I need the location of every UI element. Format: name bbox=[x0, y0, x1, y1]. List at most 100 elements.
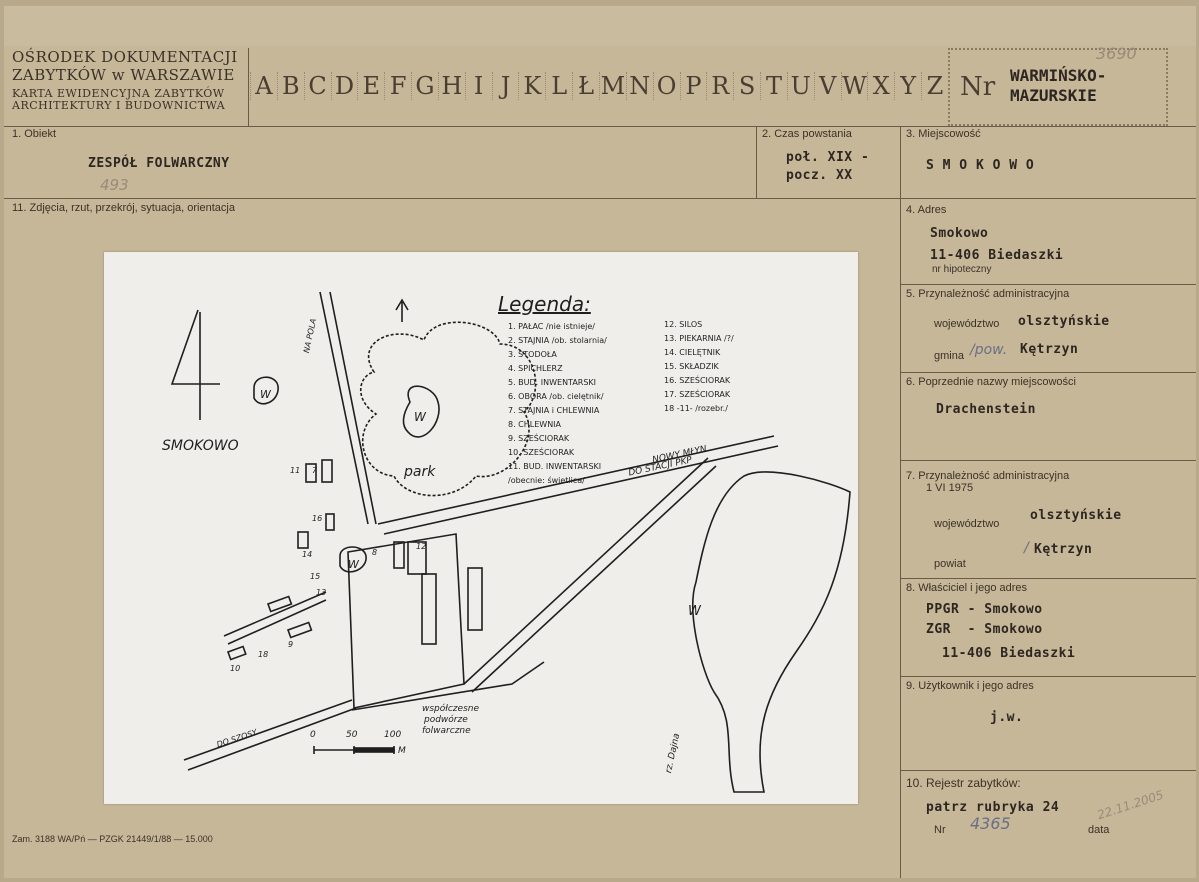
divider-f5 bbox=[900, 372, 1196, 373]
building-9b bbox=[286, 621, 313, 639]
divider-col-2 bbox=[756, 126, 757, 198]
form-title-line-1: KARTA EWIDENCYJNA ZABYTKÓW bbox=[12, 87, 225, 100]
region-line-1: WARMIŃSKO- bbox=[1010, 66, 1107, 85]
form-title: KARTA EWIDENCYJNA ZABYTKÓW ARCHITEKTURY … bbox=[12, 88, 225, 112]
field-7-label-1: 7. Przynależność administracyjna bbox=[906, 470, 1070, 482]
field-8-line-1: PPGR - Smokowo bbox=[926, 602, 1043, 617]
park-label: park bbox=[404, 464, 436, 480]
field-1-value: ZESPÓŁ FOLWARCZNY bbox=[88, 156, 230, 171]
pond-farm bbox=[339, 546, 367, 573]
building-number: 12 bbox=[416, 542, 427, 551]
building-9 bbox=[266, 595, 293, 613]
legend-entry: /obecnie: świetlica/ bbox=[508, 476, 585, 485]
field-5-gmina-label: gmina bbox=[934, 350, 964, 362]
field-1-pencil: 493 bbox=[100, 176, 129, 194]
field-8-label: 8. Właściciel i jego adres bbox=[906, 582, 1028, 594]
legend-entry: 9. SZEŚCIORAK bbox=[508, 434, 570, 443]
field-11-label: 11. Zdjęcia, rzut, przekrój, sytuacja, o… bbox=[12, 202, 235, 214]
index-letter: K bbox=[518, 72, 545, 100]
divider-f4 bbox=[900, 284, 1196, 285]
legend-entry: 8. CHLEWNIA bbox=[508, 420, 562, 429]
scale-label-50: 50 bbox=[346, 730, 358, 740]
building-number: 13 bbox=[316, 588, 327, 597]
site-plan-drawing bbox=[170, 291, 851, 793]
index-letter: V bbox=[813, 72, 841, 100]
divider-f9 bbox=[900, 770, 1196, 771]
field-5-label: 5. Przynależność administracyjna bbox=[906, 288, 1070, 300]
building-5 bbox=[407, 541, 427, 575]
field-2-label: 2. Czas powstania bbox=[762, 128, 852, 140]
region-name: WARMIŃSKO- MAZURSKIE bbox=[1010, 66, 1106, 106]
field-6-label: 6. Poprzednie nazwy miejscowości bbox=[906, 376, 1076, 388]
photo-number-glyph bbox=[170, 309, 220, 420]
org-line-2: ZABYTKÓW w WARSZAWIE bbox=[12, 66, 235, 84]
field-4-sub: nr hipoteczny bbox=[932, 264, 992, 275]
building-number: 8 bbox=[372, 548, 378, 557]
building-number: 14 bbox=[302, 550, 313, 559]
index-letter: I bbox=[464, 72, 492, 100]
field-8-line-2: ZGR - Smokowo bbox=[926, 622, 1043, 637]
organization-name: OŚRODEK DOKUMENTACJI ZABYTKÓW w WARSZAWI… bbox=[12, 48, 238, 84]
field-4-value-1: Smokowo bbox=[930, 226, 989, 241]
scale-label-100: 100 bbox=[384, 730, 402, 740]
nr-label: Nr bbox=[960, 72, 996, 102]
water-label-west: W bbox=[260, 388, 271, 401]
building-number: 16 bbox=[312, 514, 323, 523]
legend-entry: 5. BUD. INWENTARSKI bbox=[508, 378, 597, 387]
field-3-label: 3. Miejscowość bbox=[906, 128, 981, 140]
building-number: 11 bbox=[290, 466, 301, 475]
index-letter: O bbox=[652, 72, 680, 100]
park-pond bbox=[402, 385, 440, 438]
water-body-east bbox=[692, 471, 851, 793]
field-10-nr-label: Nr bbox=[934, 824, 946, 836]
building-number: 15 bbox=[310, 572, 321, 581]
road-lower bbox=[351, 661, 545, 711]
legend-entry: 15. SKŁADZIK bbox=[664, 362, 719, 371]
north-arrow bbox=[395, 298, 409, 322]
field-10-data-label: data bbox=[1088, 824, 1110, 836]
field-7-woj-label: województwo bbox=[934, 518, 1000, 530]
index-letter: T bbox=[760, 72, 787, 100]
legend-entry: 18 -11- /rozebr./ bbox=[664, 404, 728, 413]
field-2-value-2: pocz. XX bbox=[786, 168, 853, 183]
index-letter: J bbox=[491, 72, 519, 100]
building-14 bbox=[297, 531, 309, 549]
field-7-pow-value: Kętrzyn bbox=[1034, 542, 1093, 557]
field-10-date-pencil: 22.11.2005 bbox=[1095, 787, 1166, 823]
index-letter: A bbox=[250, 72, 277, 100]
field-9-value: j.w. bbox=[990, 710, 1024, 725]
field-5-woj-label: województwo bbox=[934, 318, 1000, 330]
divider-row1 bbox=[4, 198, 1196, 199]
modern-yard-line-2: podwórze bbox=[424, 715, 468, 725]
road-diagonal bbox=[463, 457, 717, 693]
divider-f6 bbox=[900, 460, 1196, 461]
index-letter: B bbox=[276, 72, 304, 100]
field-4-value-2: 11-406 Biedaszki bbox=[930, 248, 1064, 263]
field-7-label-2: 1 VI 1975 bbox=[926, 482, 974, 494]
field-2-value-1: poł. XIX - bbox=[786, 150, 870, 165]
building-10 bbox=[226, 645, 247, 661]
building-number: 9 bbox=[288, 640, 294, 649]
index-letter: X bbox=[867, 72, 894, 100]
index-letter: R bbox=[706, 72, 733, 100]
building-number: 10 bbox=[230, 664, 241, 673]
legend-entry: 1. PAŁAC /nie istnieje/ bbox=[508, 322, 595, 331]
index-letter: C bbox=[303, 72, 331, 100]
road-do-szosy bbox=[183, 699, 357, 771]
legend-entry: 6. OBORA /ob. cielętnik/ bbox=[508, 392, 604, 401]
modern-yard-line-1: współczesne bbox=[422, 704, 479, 714]
region-line-2: MAZURSKIE bbox=[1010, 86, 1097, 105]
index-letter: Y bbox=[894, 72, 921, 100]
road-na-pola bbox=[319, 291, 377, 525]
building-16 bbox=[325, 513, 335, 531]
index-letter: N bbox=[625, 72, 653, 100]
legend-entry: 14. CIELĘTNIK bbox=[664, 348, 721, 357]
scale-unit: M bbox=[398, 746, 406, 756]
index-letter: L bbox=[545, 72, 572, 100]
building-3 bbox=[467, 567, 483, 631]
field-7-pow-slash: / bbox=[1024, 540, 1029, 556]
scale-label-0: 0 bbox=[310, 730, 316, 740]
field-3-value: S M O K O W O bbox=[926, 158, 1035, 173]
modern-yard-line-3: folwarczne bbox=[422, 726, 471, 736]
